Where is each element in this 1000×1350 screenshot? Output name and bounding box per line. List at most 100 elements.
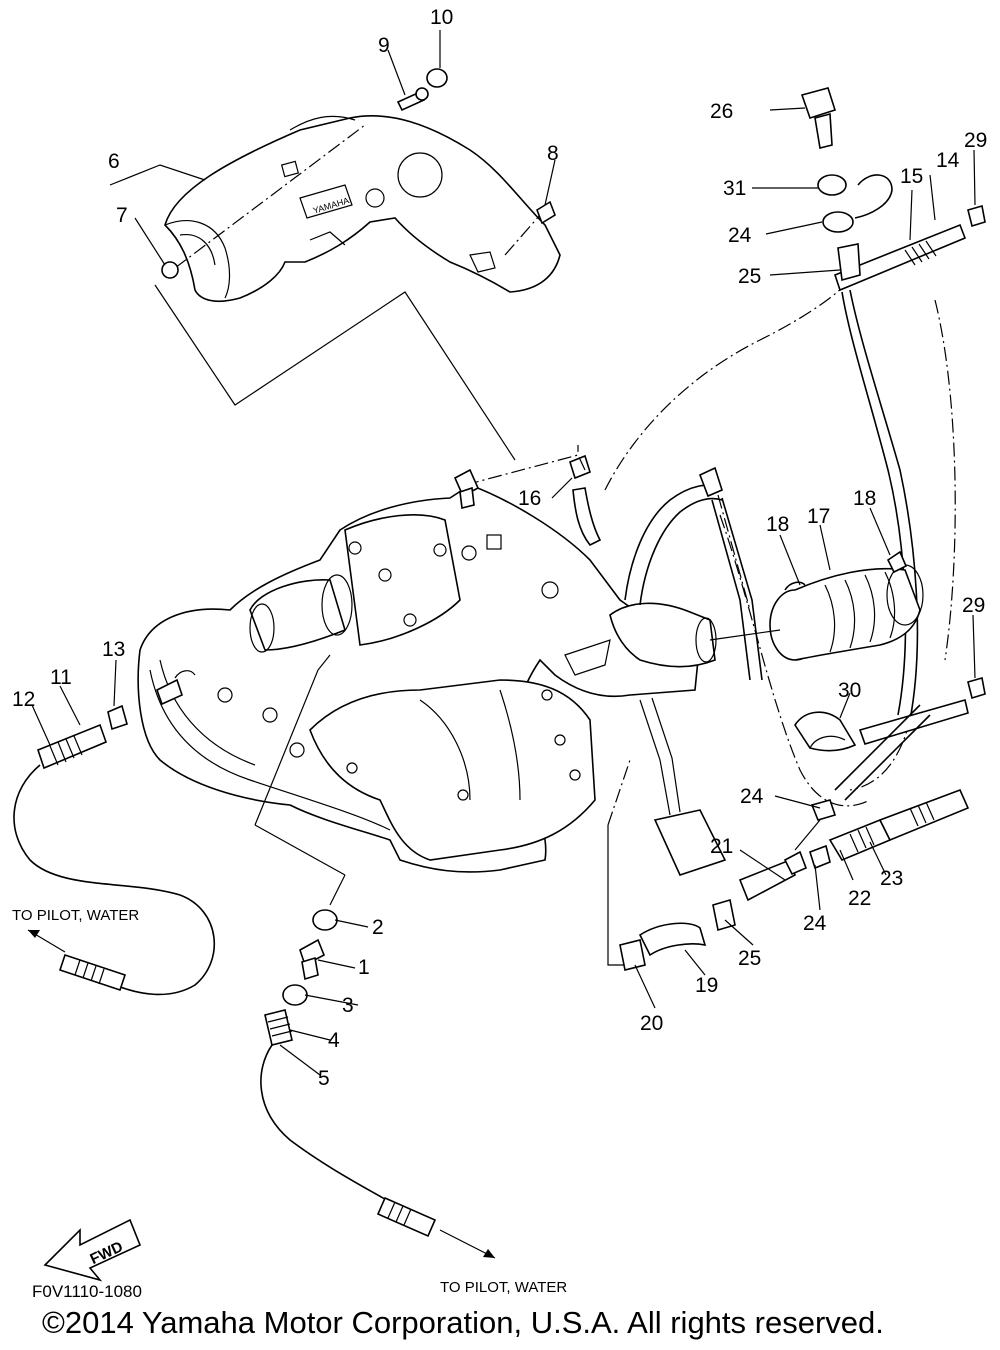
hose-route [719, 514, 871, 807]
callout-9: 9 [378, 34, 390, 57]
upper-hose [639, 497, 723, 606]
cap-28 [800, 87, 837, 149]
hose-route [717, 494, 751, 611]
pilot-hose-bottom [260, 1044, 396, 1206]
cover-alignment-line [174, 124, 366, 269]
assembly-frame [154, 284, 516, 461]
engine-cover: YAMAHA [164, 115, 561, 302]
callout-25: 25 [738, 947, 761, 970]
callout-21: 21 [710, 835, 733, 858]
callout-13: 13 [102, 638, 125, 661]
hose-line [711, 499, 751, 681]
fwd-arrow-icon: FWD [43, 1218, 142, 1282]
callout-6: 6 [108, 150, 120, 173]
hose-route [604, 284, 846, 491]
clamp-24 [810, 799, 837, 821]
hose-19 [638, 922, 707, 957]
clamp-25 [712, 898, 736, 932]
callout-15: 15 [900, 165, 923, 188]
hose-end-left [58, 953, 127, 992]
figure-code: F0V1110-1080 [32, 1282, 142, 1301]
clamp-2 [312, 909, 338, 931]
washer-31 [817, 174, 847, 196]
breather-hose [849, 289, 919, 721]
callout-7: 7 [116, 204, 128, 227]
callout-14: 14 [936, 149, 960, 172]
frame-line [329, 874, 346, 906]
breather-hose [841, 291, 907, 716]
hose-22 [828, 818, 892, 862]
cap-10 [426, 68, 448, 88]
note-to-pilot-bottom: TO PILOT, WATER [440, 1279, 567, 1296]
callout-3: 3 [342, 994, 354, 1017]
assembly-frame [464, 445, 579, 486]
clamp-20 [619, 939, 646, 971]
upper-hose [624, 484, 721, 601]
leader-line [794, 819, 821, 851]
callout-27: 25 [738, 265, 761, 288]
frame-line [254, 654, 331, 826]
clamp-13 [107, 704, 128, 731]
callout-24-upper: 24 [740, 785, 764, 808]
callout-22: 22 [848, 887, 871, 910]
frame-line [607, 825, 625, 966]
callout-18-left: 18 [766, 513, 789, 536]
callout-17: 17 [807, 505, 830, 528]
coupling-17 [769, 564, 924, 661]
bolt-9 [396, 87, 429, 112]
hose-line [844, 714, 931, 801]
joint-21 [783, 850, 808, 876]
fitting-1 [299, 938, 326, 967]
note-to-pilot-left: TO PILOT, WATER [12, 907, 139, 924]
callout-leaders [31, 30, 976, 1076]
arrow-head [28, 930, 40, 938]
frame-line [254, 824, 346, 876]
callout-4: 4 [328, 1029, 340, 1052]
callout-2: 2 [372, 916, 384, 939]
callout-29-bottom: 29 [962, 594, 985, 617]
leader-line [577, 454, 586, 471]
fitting-1 [301, 956, 319, 981]
callout-5: 5 [318, 1067, 330, 1090]
fitting-27 [837, 243, 861, 282]
frame-line [607, 759, 631, 826]
callout-11: 11 [50, 666, 72, 689]
hose-4 [264, 1009, 293, 1046]
callout-31: 31 [723, 177, 746, 200]
sleeve-30 [794, 711, 857, 752]
callout-20: 20 [640, 1012, 663, 1035]
leader-line [709, 629, 781, 641]
hose-23 [878, 788, 970, 842]
cover-alignment-line [504, 214, 541, 256]
callout-10: 10 [430, 6, 453, 29]
hose-14 [834, 223, 967, 292]
copyright: ©2014 Yamaha Motor Corporation, U.S.A. A… [42, 1305, 884, 1340]
clamp-29 [967, 676, 986, 700]
hose-11-12 [37, 723, 108, 770]
callout-30: 30 [838, 679, 861, 702]
gasket-26 [822, 174, 893, 233]
callout-29-top: 29 [964, 129, 987, 152]
callout-24-lower: 24 [803, 912, 827, 935]
clamp-29 [967, 204, 986, 228]
clamp-18 [886, 550, 908, 574]
callout-8: 8 [547, 142, 559, 165]
callout-16: 16 [518, 487, 541, 510]
clamp-24 [809, 844, 831, 870]
hose-fitting [698, 466, 723, 498]
grommet-7 [161, 261, 179, 279]
callout-19: 19 [695, 974, 718, 997]
hose-route [934, 299, 956, 661]
callout-23: 23 [880, 867, 903, 890]
callout-26: 24 [728, 224, 752, 247]
hose-16 [569, 454, 602, 547]
engine-assembly [137, 468, 727, 876]
callout-numbers: 10 9 8 6 7 26 31 24 25 14 15 29 16 18 17… [12, 6, 987, 1090]
leader-6 [109, 164, 206, 186]
callout-28: 26 [710, 100, 733, 123]
muffler-nipple [156, 678, 183, 706]
callout-1: 1 [358, 956, 370, 979]
hose-line [834, 704, 921, 791]
